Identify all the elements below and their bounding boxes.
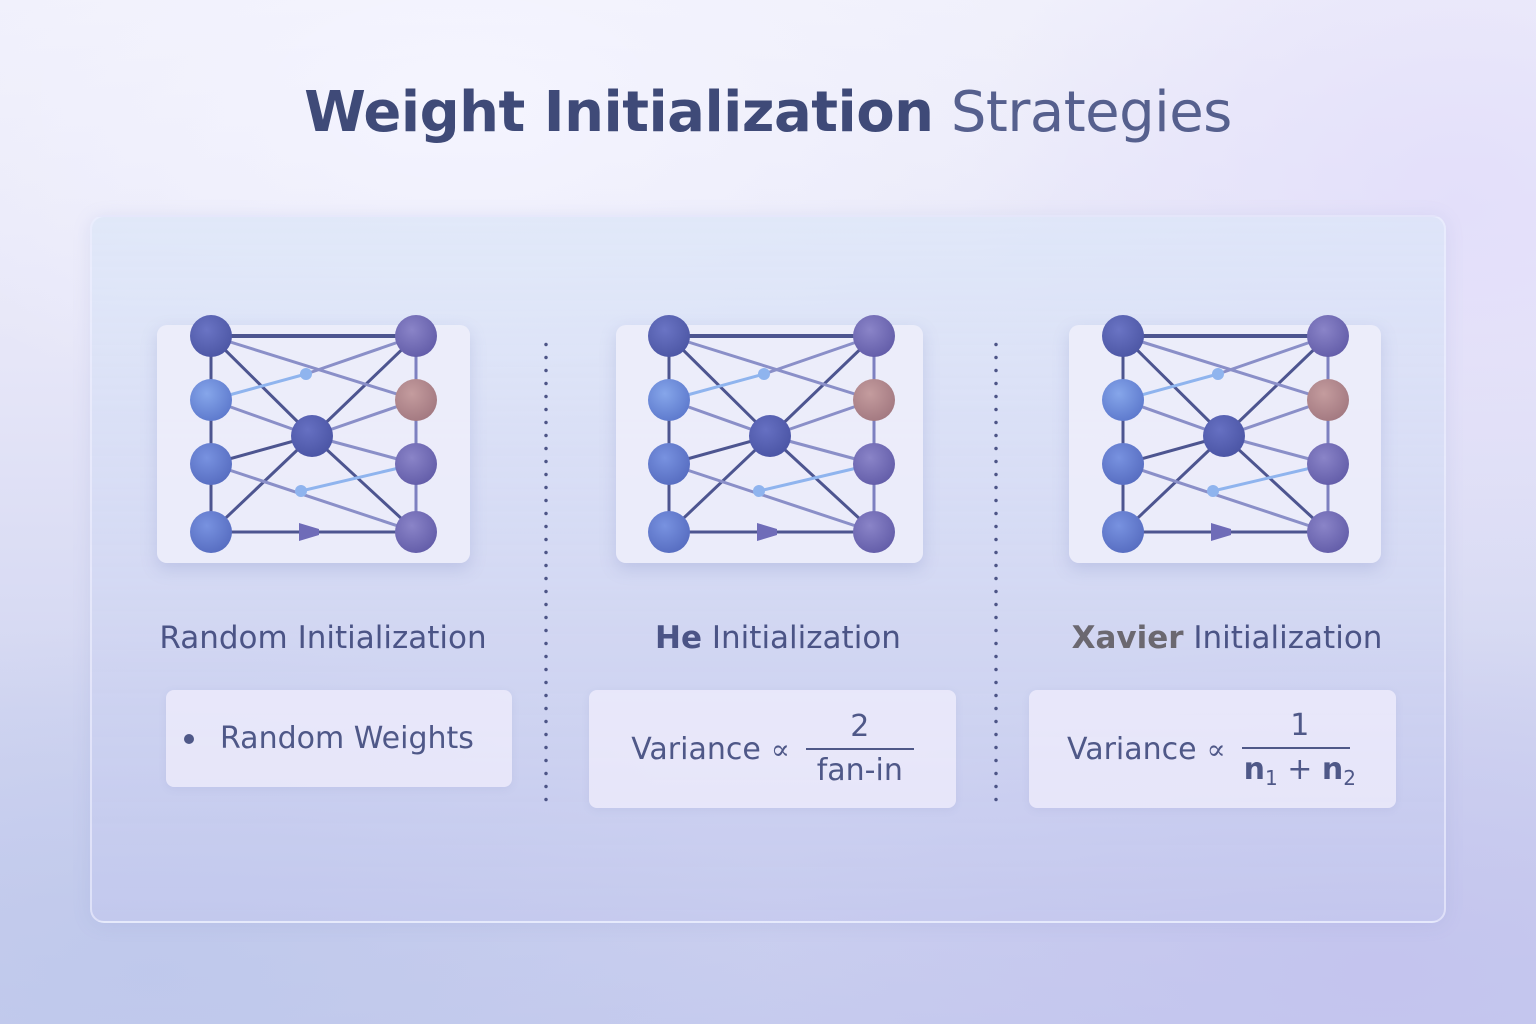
formula-box-he: Variance ∝ 2 fan-in [589, 690, 956, 808]
xavier-label: Xavier [1071, 620, 1184, 656]
bullet-text: Random Weights [220, 721, 474, 756]
formula-he: Variance ∝ 2 fan-in [589, 690, 956, 808]
comparison-panel [90, 215, 1446, 923]
fraction-bar [1241, 746, 1350, 749]
network-card-random [157, 325, 470, 563]
network-card-he [616, 325, 923, 563]
title-light: Strategies [950, 80, 1233, 145]
column-title-he: He Initialization [655, 620, 901, 656]
denominator: n1 + n2 [1243, 751, 1356, 790]
bullet-icon [184, 733, 194, 744]
he-label: He [655, 620, 703, 656]
column-title-random: Random Initialization [159, 620, 487, 656]
network-card-xavier [1069, 325, 1381, 563]
numerator: 1 [1290, 707, 1310, 743]
numerator: 2 [850, 709, 870, 744]
fraction: 2 fan-in [805, 709, 914, 788]
formula-box-xavier: Variance ∝ 1 n1 + n2 [1029, 690, 1396, 808]
proportional-symbol: ∝ [1206, 732, 1226, 766]
formula-xavier: Variance ∝ 1 n1 + n2 [1067, 707, 1358, 790]
denominator: fan-in [816, 753, 903, 788]
detail-box-random: Random Weights [166, 690, 512, 787]
fraction: 1 n1 + n2 [1241, 707, 1358, 790]
proportional-symbol: ∝ [770, 732, 790, 766]
page-title: Weight Initialization Strategies [0, 80, 1536, 145]
column-divider-2 [994, 338, 998, 808]
fraction-bar [805, 748, 914, 750]
title-bold: Weight Initialization [304, 80, 934, 145]
column-divider-1 [544, 338, 548, 808]
column-title-xavier: Xavier Initialization [1071, 620, 1383, 656]
